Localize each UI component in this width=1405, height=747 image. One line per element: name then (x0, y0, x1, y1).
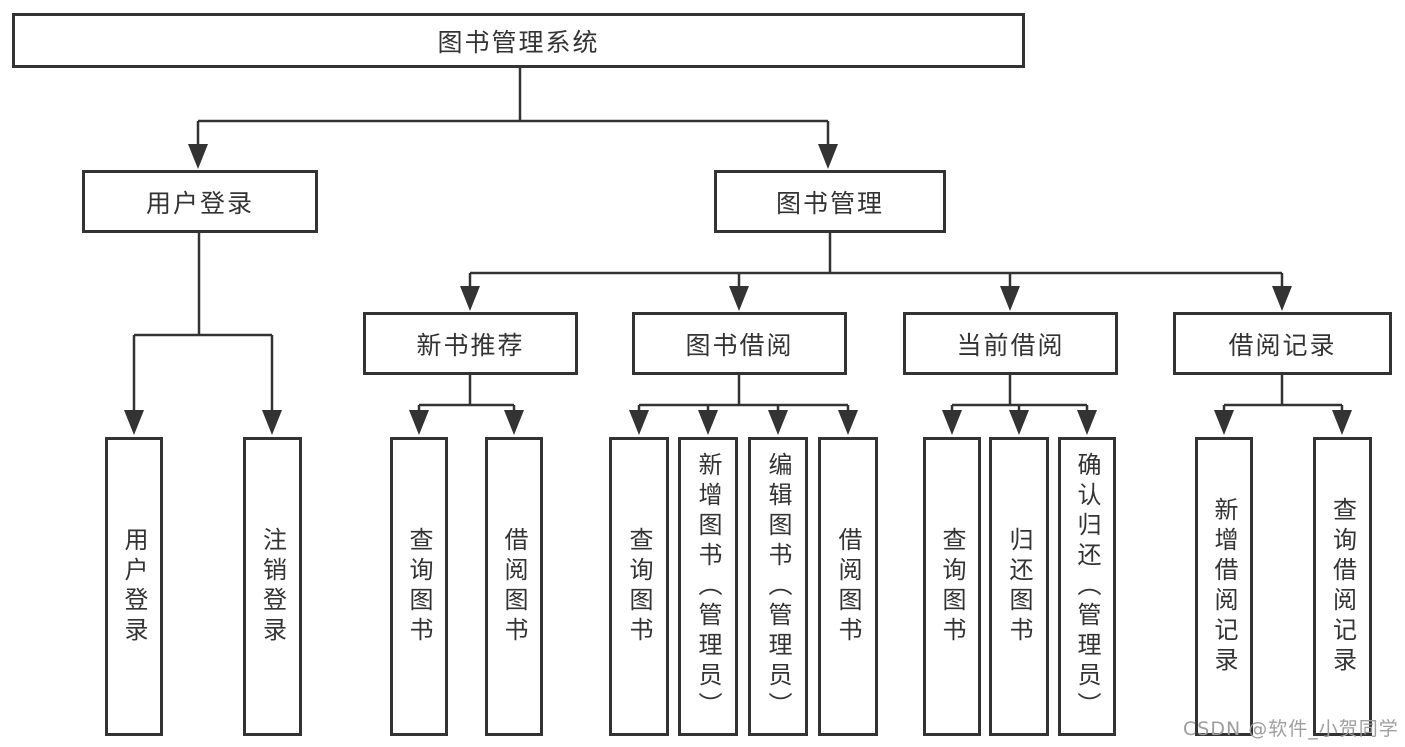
arrowheads (124, 144, 1352, 435)
node-user-login: 用户登录 (82, 170, 318, 233)
leaf-user-login: 用户登录 (105, 437, 163, 736)
leaf-borrow-book-1: 借阅图书 (485, 437, 543, 736)
leaf-borrow-book-2: 借阅图书 (818, 437, 878, 736)
node-book-borrow: 图书借阅 (632, 312, 847, 375)
leaf-query-borrow-record: 查询借阅记录 (1313, 437, 1372, 736)
watermark: CSDN @软件_小贺同学 (1183, 718, 1399, 740)
connector-records-split (1222, 375, 1344, 418)
connector-new-book-split (417, 375, 516, 418)
leaf-add-book-admin: 新增图书（管理员） (678, 437, 738, 736)
leaf-confirm-return-admin: 确认归还（管理员） (1058, 437, 1116, 736)
node-current-borrow: 当前借阅 (903, 312, 1118, 375)
node-borrow-records: 借阅记录 (1173, 312, 1392, 375)
connector-book-management-split (468, 233, 1284, 292)
node-library-system: 图书管理系统 (12, 13, 1025, 68)
leaf-edit-book-admin: 编辑图书（管理员） (748, 437, 808, 736)
leaf-query-book-1: 查询图书 (390, 437, 448, 736)
node-new-book-recommend: 新书推荐 (363, 312, 578, 375)
connector-borrow-split (637, 375, 850, 418)
node-book-management: 图书管理 (714, 170, 946, 233)
leaf-query-book-2: 查询图书 (609, 437, 669, 736)
leaf-add-borrow-record: 新增借阅记录 (1195, 437, 1253, 736)
connector-root-split (196, 68, 830, 150)
leaf-query-book-3: 查询图书 (923, 437, 981, 736)
connector-user-login-split (132, 233, 274, 418)
leaf-return-book: 归还图书 (989, 437, 1049, 736)
leaf-logout: 注销登录 (243, 437, 302, 736)
